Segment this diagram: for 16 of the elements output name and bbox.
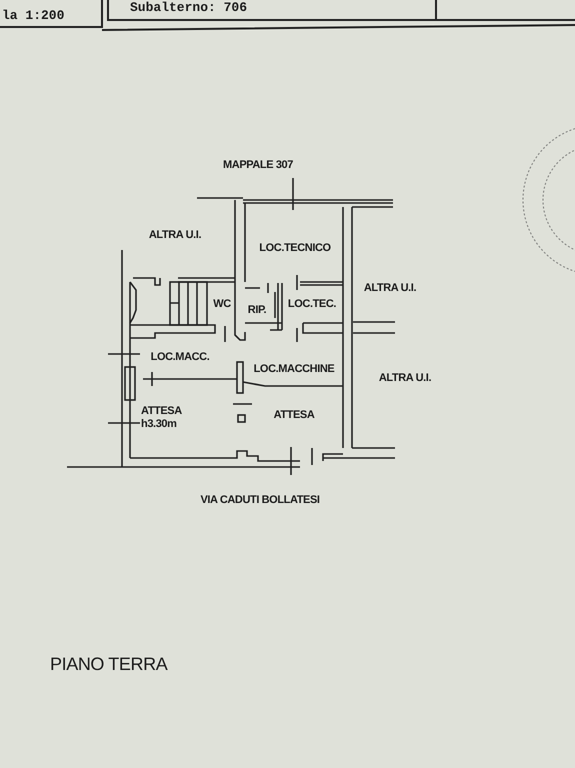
room-label: LOC.MACC. (150, 351, 210, 364)
room-label: WC (213, 298, 231, 311)
room-label: LOC.TEC. (288, 298, 336, 311)
street-label: VIA CADUTI BOLLATESI (200, 494, 320, 507)
room-label: ATTESA h3.30m (141, 405, 183, 431)
room-label: LOC.MACCHINE (254, 363, 334, 376)
parcel-label: MAPPALE 307 (223, 159, 293, 172)
room-label: ALTRA U.I. (364, 282, 416, 295)
room-label: ATTESA (274, 409, 314, 422)
floor-title: PIANO TERRA (50, 653, 168, 675)
room-label: ALTRA U.I. (148, 229, 202, 242)
room-label: RIP. (248, 304, 266, 317)
scale-label: la 1:200 (2, 9, 64, 22)
room-label: LOC.TECNICO (259, 242, 331, 255)
room-label: ALTRA U.I. (378, 372, 432, 385)
subunit-label: Subalterno: 706 (130, 1, 248, 14)
